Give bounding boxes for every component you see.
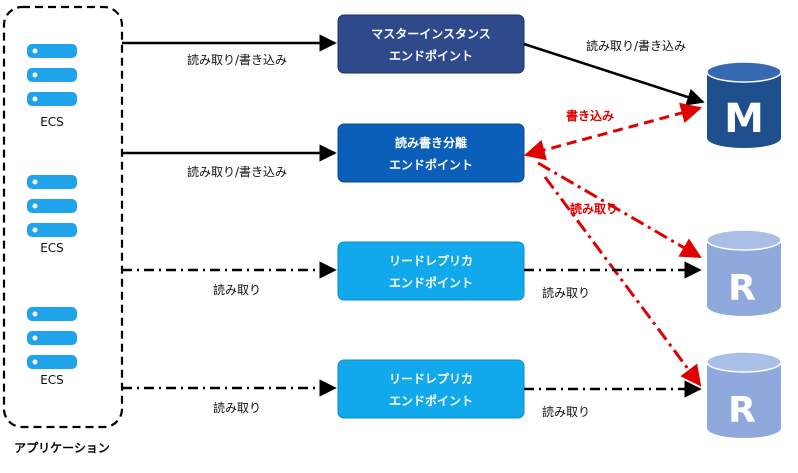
label-replica-2-to-db: 読み取り xyxy=(542,404,590,419)
label-app-to-replica-1: 読み取り xyxy=(213,282,261,297)
read-replica-endpoint-box: リードレプリカ エンドポイント xyxy=(337,359,525,419)
application-group xyxy=(2,5,124,429)
master-database-letter: M xyxy=(724,96,764,142)
ecs-server-icon xyxy=(27,307,77,369)
replica-database-letter: R xyxy=(728,390,756,431)
application-label: アプリケーション xyxy=(14,440,110,455)
master-endpoint-line1: マスターインスタンス xyxy=(371,27,491,41)
label-rw-write: 書き込み xyxy=(566,108,614,123)
ecs-label: ECS xyxy=(40,373,64,387)
label-master-to-db: 読み取り/書き込み xyxy=(586,38,686,53)
ecs-label: ECS xyxy=(40,241,64,255)
read-replica-endpoint-line1: リードレプリカ xyxy=(389,371,473,386)
arrow-rw-write xyxy=(523,102,703,161)
read-replica-endpoint-box: リードレプリカ エンドポイント xyxy=(337,241,525,301)
rw-split-endpoint-line2: エンドポイント xyxy=(389,157,473,172)
arrow-rw-read-replica-1 xyxy=(537,161,702,259)
label-app-to-master: 読み取り/書き込み xyxy=(187,52,287,67)
read-replica-endpoint-line1: リードレプリカ xyxy=(389,253,473,268)
ecs-label: ECS xyxy=(40,115,64,129)
ecs-server-icon xyxy=(27,44,77,106)
arrow-rw-read-replica-2 xyxy=(543,176,702,387)
replica-database-icon: R xyxy=(706,229,782,316)
label-replica-1-to-db: 読み取り xyxy=(542,285,590,300)
ecs-server-icon xyxy=(27,175,77,237)
label-app-to-rw: 読み取り/書き込み xyxy=(187,164,287,179)
master-database-icon: M xyxy=(706,61,782,148)
rw-split-endpoint-line1: 読み書き分離 xyxy=(395,135,467,150)
read-replica-endpoint-line2: エンドポイント xyxy=(389,393,473,408)
label-app-to-replica-2: 読み取り xyxy=(213,400,261,415)
arrow-master-to-db xyxy=(523,42,705,106)
master-endpoint-line2: エンドポイント xyxy=(389,48,473,63)
label-rw-read: 読み取り xyxy=(570,201,618,216)
replica-database-letter: R xyxy=(728,268,756,309)
replica-database-icon: R xyxy=(706,351,782,438)
rw-split-endpoint-box: 読み書き分離 エンドポイント xyxy=(337,123,525,183)
master-endpoint-box: マスターインスタンス エンドポイント xyxy=(337,14,525,74)
read-replica-endpoint-line2: エンドポイント xyxy=(389,275,473,290)
